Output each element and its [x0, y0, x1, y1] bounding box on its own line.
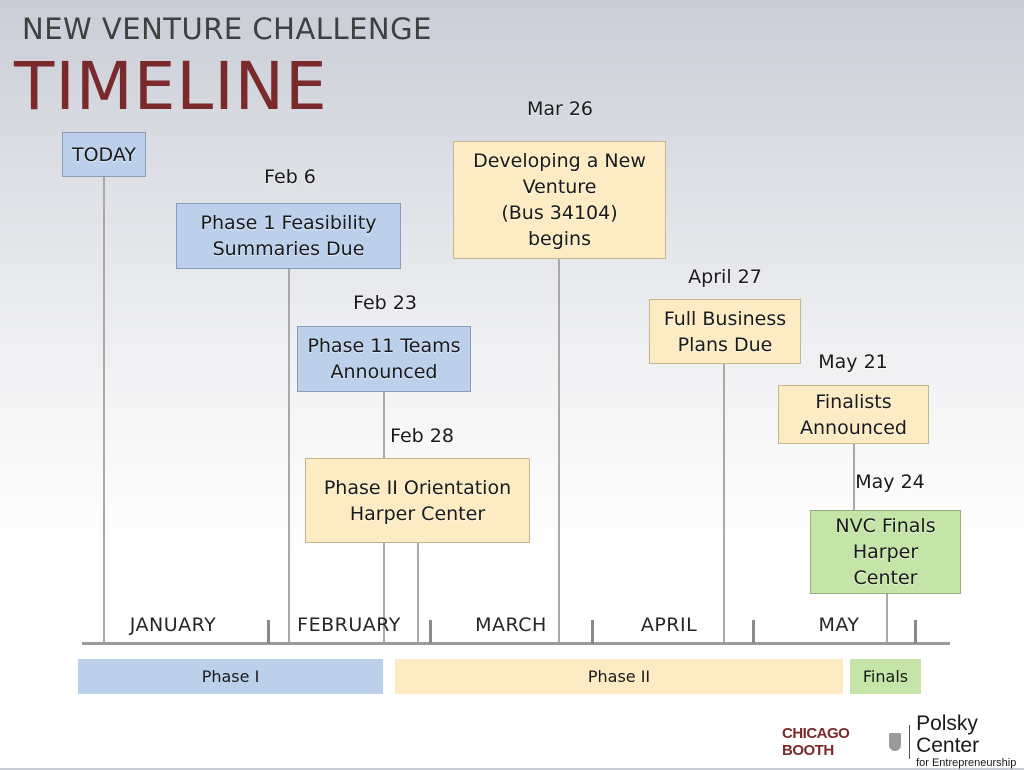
- month-label-february: FEBRUARY: [297, 614, 401, 636]
- slide-title: TIMELINE: [14, 48, 328, 125]
- chicago-booth-wordmark: CHICAGO BOOTH: [782, 724, 850, 759]
- event-box-business-plans: Full Business Plans Due: [649, 299, 801, 364]
- event-box-developing-venture: Developing a New Venture (Bus 34104) beg…: [453, 141, 666, 259]
- event-box-phase11-teams: Phase 11 Teams Announced: [297, 326, 471, 392]
- connector-line-today: [103, 177, 105, 644]
- polsky-center-name: Polsky Center: [916, 712, 980, 757]
- event-date-feb23: Feb 23: [353, 292, 417, 314]
- connector-line-may24: [886, 577, 888, 644]
- event-box-nvc-finals: NVC Finals Harper Center: [810, 510, 961, 594]
- event-date-may21: May 21: [818, 351, 888, 373]
- month-tick: [752, 620, 755, 644]
- phase-bar-phase1: Phase I: [78, 659, 383, 694]
- month-label-january: JANUARY: [129, 614, 217, 636]
- phase-bar-finals: Finals: [850, 659, 921, 694]
- slide-subtitle: NEW VENTURE CHALLENGE: [22, 12, 432, 46]
- connector-line-feb28: [417, 543, 419, 644]
- logo-divider: [908, 724, 911, 759]
- event-date-mar26: Mar 26: [526, 98, 594, 120]
- event-box-phase2-orientation: Phase II Orientation Harper Center: [305, 458, 530, 543]
- event-box-phase1-summaries: Phase 1 Feasibility Summaries Due: [176, 203, 401, 269]
- month-label-april: APRIL: [640, 614, 698, 636]
- event-date-feb6: Feb 6: [264, 166, 316, 188]
- event-box-finalists: Finalists Announced: [778, 385, 929, 444]
- month-tick: [429, 620, 432, 644]
- event-date-feb28: Feb 28: [390, 425, 454, 447]
- phase-bar-phase2: Phase II: [395, 659, 843, 694]
- month-tick: [914, 620, 917, 644]
- month-label-may: MAY: [818, 614, 860, 636]
- event-box-today: TODAY: [62, 132, 146, 177]
- connector-line-may21: [853, 444, 855, 510]
- logo-text-block: Polsky Center for Entrepreneurship: [916, 713, 1024, 770]
- polsky-center-logo: CHICAGO BOOTH Polsky Center for Entrepre…: [782, 713, 1024, 770]
- polsky-center-tagline: for Entrepreneurship: [916, 757, 1017, 769]
- event-date-may24: May 24: [855, 471, 925, 493]
- timeline-axis: [82, 642, 950, 645]
- connector-line-mar26: [558, 259, 560, 644]
- event-date-apr27: April 27: [688, 266, 762, 288]
- connector-line-apr27: [723, 364, 725, 644]
- month-tick: [591, 620, 594, 644]
- crest-icon: [889, 732, 901, 751]
- month-label-march: MARCH: [475, 614, 547, 636]
- month-tick: [267, 620, 270, 644]
- connector-line-feb6: [288, 269, 290, 644]
